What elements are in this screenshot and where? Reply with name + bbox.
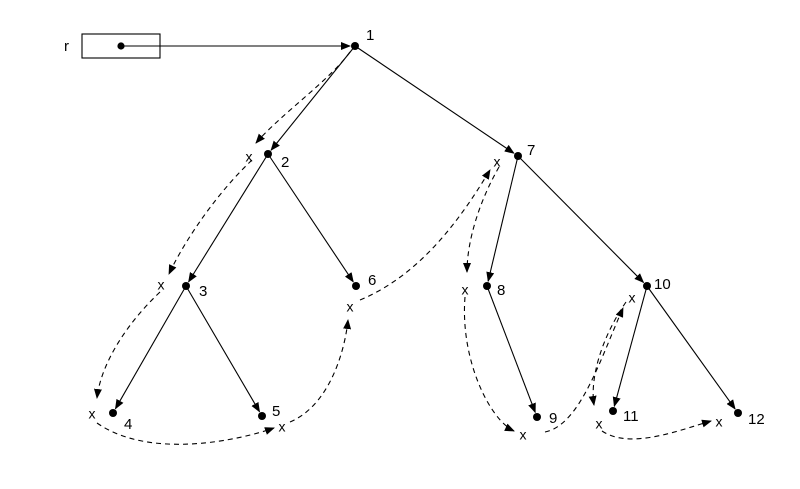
thread-link-4-5: [96, 422, 275, 445]
thread-link-11-12: [601, 419, 712, 440]
thread-marker: x: [347, 299, 354, 315]
node-label-7: 7: [527, 142, 535, 159]
node-label-10: 10: [654, 276, 671, 293]
thread-link-5-6: [289, 319, 352, 423]
node-label-11: 11: [623, 408, 639, 425]
tree-edge-1-2: [270, 45, 356, 151]
thread-link-6-7: [359, 169, 491, 301]
tree-node-3: [182, 282, 190, 290]
thread-link-8-9: [463, 296, 515, 432]
tree-node-8: [483, 282, 491, 290]
node-label-6: 6: [368, 272, 376, 289]
thread-marker: x: [158, 277, 165, 293]
tree-node-6: [352, 282, 360, 290]
thread-link-2-3: [168, 159, 253, 275]
thread-link-3-4: [93, 291, 161, 399]
thread-marker: x: [494, 154, 501, 170]
thread-marker: x: [462, 282, 469, 298]
tree-node-12: [734, 409, 742, 417]
thread-link-9-10: [544, 307, 624, 433]
node-label-1: 1: [366, 27, 374, 44]
tree-node-10: [643, 282, 651, 290]
thread-link-10-11: [588, 301, 627, 406]
node-label-2: 2: [281, 154, 289, 171]
tree-node-4: [109, 409, 117, 417]
tree-node-5: [258, 412, 266, 420]
tree-edge-8-9: [486, 285, 536, 414]
tree-edge-7-8: [486, 155, 519, 283]
thread-marker: x: [716, 414, 723, 430]
tree-edge-10-11: [612, 285, 648, 408]
thread-marker: x: [279, 419, 286, 435]
tree-node-11: [609, 407, 617, 415]
tree-edge-7-10: [517, 155, 645, 284]
tree-edge-1-7: [354, 45, 515, 154]
tree-edge-10-12: [646, 285, 736, 410]
thread-marker: x: [596, 416, 603, 432]
tree-node-1: [351, 42, 359, 50]
node-label-8: 8: [497, 282, 505, 299]
tree-edge-3-4: [114, 285, 187, 410]
tree-node-7: [514, 152, 522, 160]
thread-marker: x: [629, 290, 636, 306]
tree-node-2: [264, 150, 272, 158]
tree-edge-2-6: [267, 153, 354, 283]
thread-marker: x: [520, 427, 527, 443]
tree-edge-3-5: [185, 285, 260, 413]
tree-edge-2-3: [188, 153, 269, 283]
node-label-4: 4: [124, 416, 132, 433]
tree-node-9: [533, 413, 541, 421]
thread-link-7-8: [463, 166, 500, 273]
tree-edges: [114, 42, 736, 414]
thread-link-1-2: [255, 51, 351, 144]
node-label-9: 9: [549, 410, 557, 427]
thread-links: x x x x x x x x x x x: [89, 51, 723, 445]
node-label-3: 3: [199, 283, 207, 300]
node-label-12: 12: [748, 411, 765, 428]
root-pointer-label: r: [64, 38, 69, 55]
thread-marker: x: [89, 406, 96, 422]
node-label-5: 5: [272, 403, 280, 420]
thread-marker: x: [246, 149, 253, 165]
